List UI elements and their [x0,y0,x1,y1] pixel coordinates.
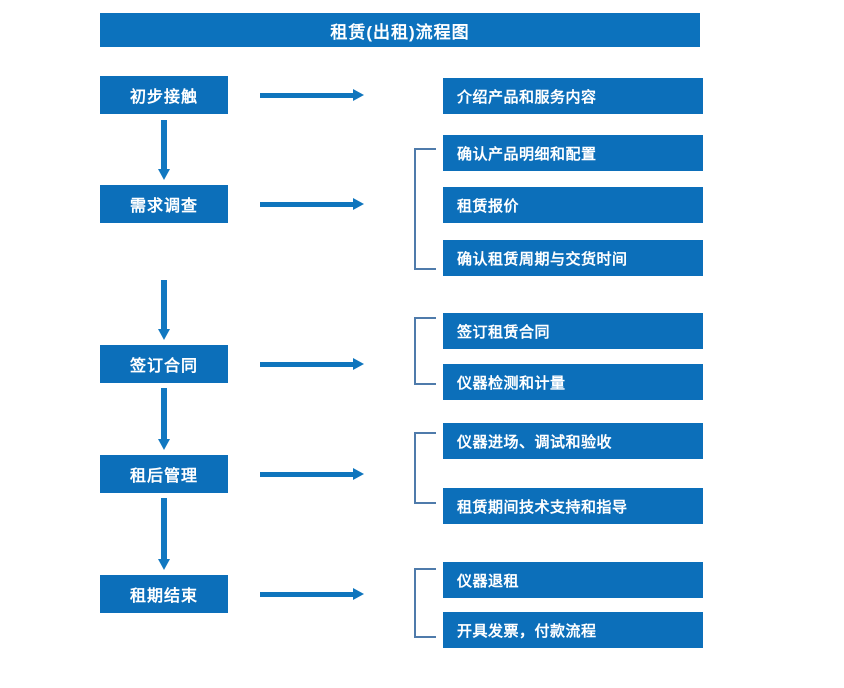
arrow-shaft [260,592,354,597]
detail-box-rental-quotation[interactable]: 租赁报价 [443,187,703,223]
detail-box-instrument-entry-commissioning[interactable]: 仪器进场、调试和验收 [443,423,703,459]
bracket-icon-requirement-survey-group [414,148,436,270]
arrow-head [353,198,364,210]
arrow-head [158,439,170,450]
arrow-shaft [260,202,354,207]
arrow-shaft [161,120,167,169]
arrow-head [353,588,364,600]
down-arrow-icon-contract-to-management [158,388,170,450]
detail-box-instrument-return[interactable]: 仪器退租 [443,562,703,598]
detail-box-confirm-product-details[interactable]: 确认产品明细和配置 [443,135,703,171]
down-arrow-icon-contact-to-survey [158,120,170,180]
stage-box-rental-end[interactable]: 租期结束 [100,575,228,613]
stage-box-requirement-survey[interactable]: 需求调查 [100,185,228,223]
detail-box-instrument-inspection[interactable]: 仪器检测和计量 [443,364,703,400]
arrow-shaft [161,280,167,329]
arrow-head [353,89,364,101]
stage-box-sign-contract[interactable]: 签订合同 [100,345,228,383]
right-arrow-icon-initial-contact [260,89,364,101]
arrow-shaft [161,498,167,559]
arrow-head [353,468,364,480]
detail-box-confirm-period-delivery[interactable]: 确认租赁周期与交货时间 [443,240,703,276]
right-arrow-icon-sign-contract [260,358,364,370]
arrow-shaft [260,472,354,477]
detail-box-sign-rental-contract[interactable]: 签订租赁合同 [443,313,703,349]
arrow-head [158,329,170,340]
bracket-icon-sign-contract-group [414,317,436,385]
right-arrow-icon-post-rental-management [260,468,364,480]
arrow-shaft [161,388,167,439]
page-title: 租赁(出租)流程图 [100,13,700,47]
arrow-shaft [260,93,354,98]
stage-box-initial-contact[interactable]: 初步接触 [100,76,228,114]
arrow-shaft [260,362,354,367]
detail-box-introduce-products[interactable]: 介绍产品和服务内容 [443,78,703,114]
arrow-head [353,358,364,370]
down-arrow-icon-survey-to-contract [158,280,170,340]
bracket-icon-rental-end-group [414,568,436,638]
down-arrow-icon-management-to-end [158,498,170,570]
detail-box-technical-support[interactable]: 租赁期间技术支持和指导 [443,488,703,524]
arrow-head [158,169,170,180]
detail-box-invoice-payment[interactable]: 开具发票，付款流程 [443,612,703,648]
stage-box-post-rental-management[interactable]: 租后管理 [100,455,228,493]
arrow-head [158,559,170,570]
bracket-icon-post-rental-management-group [414,432,436,504]
right-arrow-icon-rental-end [260,588,364,600]
right-arrow-icon-requirement-survey [260,198,364,210]
